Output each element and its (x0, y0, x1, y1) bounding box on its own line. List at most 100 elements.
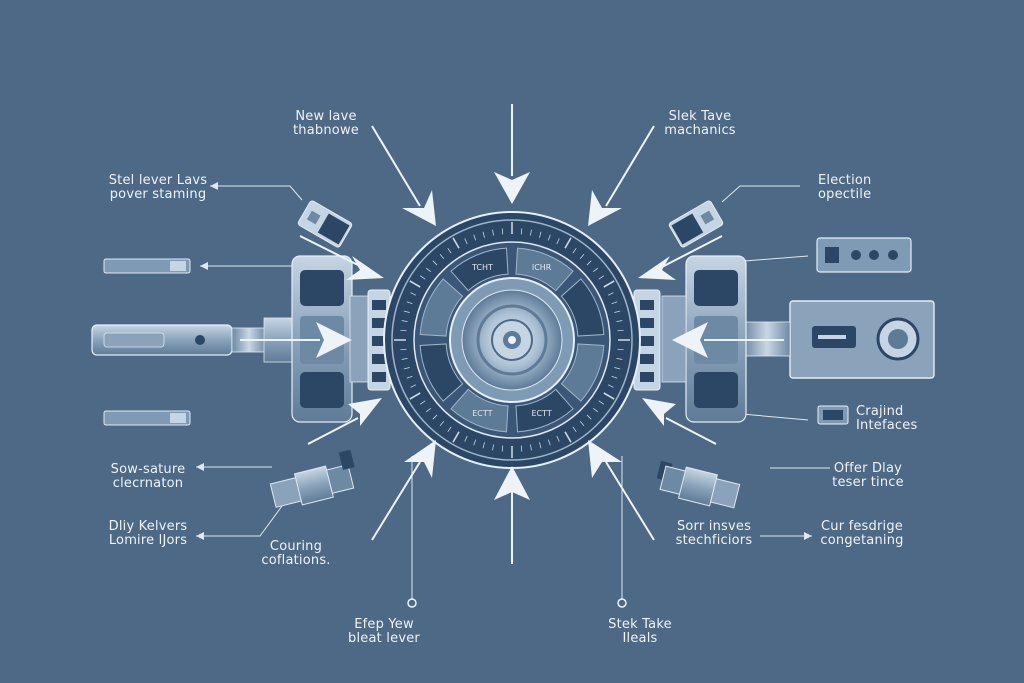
label-line: pover staming (109, 187, 207, 202)
dial-tick (530, 229, 532, 236)
dial-tick (614, 310, 621, 313)
label-left-bottom: Dliy Kelvers Lomire lJors (109, 520, 188, 548)
leader-line (210, 185, 303, 201)
dial-tick (406, 375, 413, 379)
dial-segment (450, 247, 509, 292)
label-line: Slek Tave (668, 109, 732, 124)
dial-tick (520, 228, 523, 235)
arrow-head-small (200, 262, 208, 270)
dial-segment-label: ECTT (472, 409, 492, 418)
arrow-lower-left (307, 398, 382, 445)
dial-tick (432, 414, 438, 420)
dial-tick (420, 275, 426, 280)
arrow-head-small (804, 532, 812, 540)
dial-tick (403, 310, 410, 313)
label-line: Stel lever Lavs (108, 173, 208, 188)
label-left-lower: Sow-sature clecrnaton (111, 463, 186, 491)
dial-tick (420, 400, 426, 405)
arrow-head-small (210, 182, 218, 190)
dial-tick (556, 238, 560, 245)
label-line: Cur fesdrige (820, 519, 903, 534)
dial-tick (400, 329, 407, 332)
dial-tick (425, 407, 432, 413)
dial-tick (586, 414, 592, 420)
label-line: Intefaces (856, 418, 918, 433)
dial-tick (425, 267, 432, 273)
dial-segment (560, 343, 605, 402)
end-node (617, 598, 627, 608)
dial-tick (556, 435, 560, 442)
label-right-mid: Crajind Intefaces (856, 405, 917, 433)
arrow-upper-right (638, 235, 723, 280)
left-assembly (91, 200, 391, 508)
arrow-top-right (588, 125, 655, 226)
arrow-bottom-left (371, 440, 436, 541)
leader-lines (196, 185, 830, 600)
dial-tick (409, 392, 421, 400)
arrows (240, 104, 784, 564)
arrow-bottom-right (588, 440, 655, 541)
dial-segment (515, 388, 574, 433)
dial-tick (564, 237, 572, 249)
dial-tick (473, 439, 477, 446)
dial-tick (439, 253, 445, 260)
label-center-left-bottom: Couring coflations. (261, 540, 330, 568)
dial-tick (616, 320, 623, 322)
label-right-lower: Offer Dlay teser tince (832, 462, 904, 490)
label-line: Sorr insves (676, 519, 752, 534)
dial-segment (515, 247, 574, 292)
dial-segment (419, 343, 464, 402)
dial-tick (464, 238, 468, 245)
dial-segment-label: ICHR (532, 263, 552, 272)
dial-tick (616, 358, 623, 360)
dial-tick (530, 444, 532, 451)
dial-tick (403, 367, 410, 370)
dial-tick (592, 407, 599, 413)
dial-tick (607, 292, 614, 296)
label-line: Offer Dlay (833, 461, 903, 476)
label-line: bleat lever (348, 631, 420, 646)
dial-tick (406, 301, 413, 305)
label-line: coflations. (261, 553, 331, 568)
arrow-head-small (196, 463, 204, 471)
label-line: thabnowe (293, 123, 359, 138)
dial-tick (614, 367, 621, 370)
leader-line (196, 505, 283, 537)
dial-tick (579, 420, 585, 427)
label-left-upper: Stel lever Lavs pover staming (109, 174, 208, 202)
dial-segment (560, 278, 605, 337)
dial-tick (492, 229, 494, 236)
label-line: Ileals (622, 631, 658, 646)
label-right-bottom: Cur fesdrige congetaning (820, 520, 903, 548)
dial-tick (492, 444, 494, 451)
arrow-top-left (371, 125, 436, 226)
dial-segment (419, 278, 464, 337)
dial-tick (501, 228, 504, 235)
arrow-bottom (494, 466, 530, 564)
dial-tick (572, 248, 577, 254)
dial-tick (547, 439, 551, 446)
dial-tick (501, 445, 504, 452)
label-top-left: New lave thabnowe (293, 110, 359, 138)
dial-tick (598, 275, 604, 280)
dial-tick (447, 248, 452, 254)
dial-tick (611, 375, 618, 379)
dial-tick (586, 260, 592, 266)
dial-tick (607, 384, 614, 388)
label-line: New lave (295, 109, 357, 124)
dial-segment-label: TCHT (471, 263, 493, 272)
arrow-top (494, 104, 530, 204)
dial-tick (603, 280, 615, 288)
end-node (407, 598, 417, 608)
dial-tick (564, 431, 572, 443)
label-top-right: Slek Tave machanics (664, 110, 736, 138)
arrow-right (672, 322, 784, 358)
dial-tick (520, 445, 523, 452)
arrow-upper-left (299, 235, 384, 280)
dial-tick (617, 348, 624, 351)
dial-tick (447, 426, 452, 432)
dial-tick (547, 234, 551, 241)
dial-ticks (394, 222, 630, 458)
label-line: Couring (269, 539, 323, 554)
